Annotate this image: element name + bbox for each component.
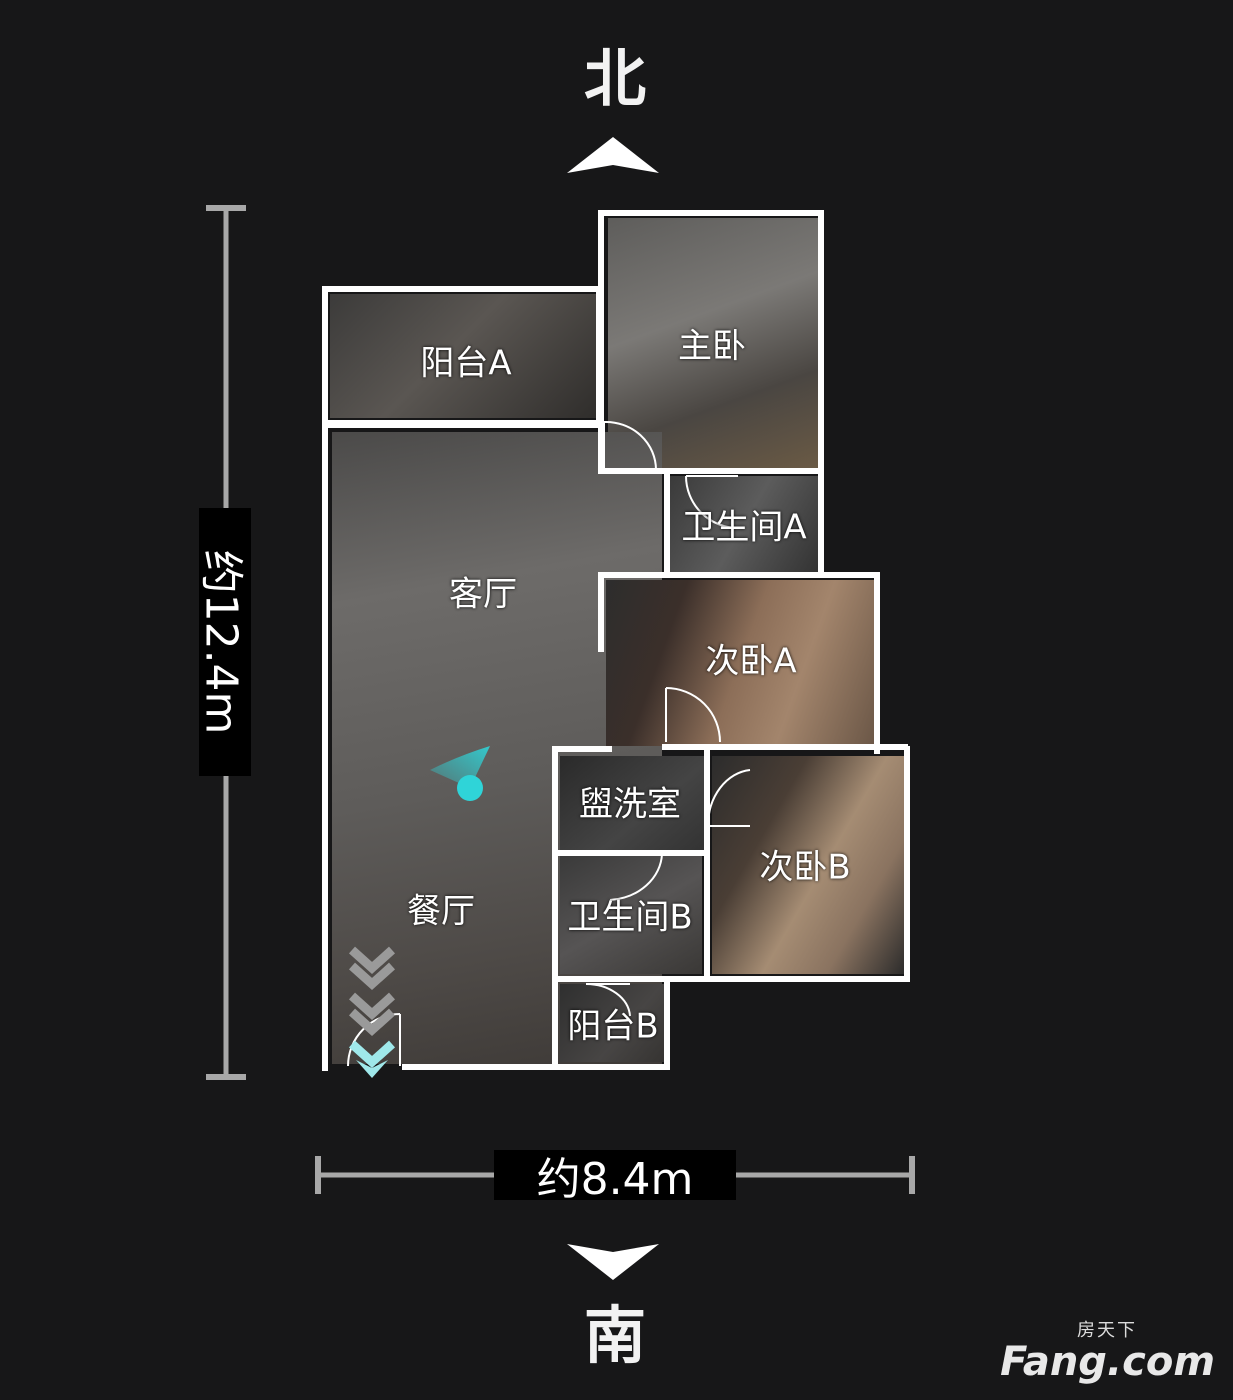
wall (664, 976, 670, 1070)
room-balcony-b[interactable] (560, 984, 666, 1062)
door-swing-icon (585, 982, 631, 1017)
north-arrow-icon (567, 137, 659, 173)
wall (598, 468, 824, 474)
room-bathroom-b[interactable] (560, 856, 702, 974)
room-second-bedroom-b[interactable] (712, 756, 906, 974)
position-marker-icon[interactable] (424, 740, 494, 806)
south-arrow-icon (567, 1244, 659, 1280)
room-label-living-room: 客厅 (449, 574, 517, 615)
door-swing-icon (606, 853, 663, 901)
door-swing-icon (665, 687, 721, 743)
room-washroom[interactable] (560, 756, 704, 850)
south-label: 南 (583, 1299, 646, 1372)
height-label: 约12.4m (195, 508, 251, 776)
door-swing-icon (706, 769, 751, 827)
wall (322, 286, 602, 292)
wall (552, 746, 612, 752)
wall (322, 286, 328, 1071)
wall (904, 746, 910, 982)
room-master-bedroom[interactable] (608, 218, 818, 468)
room-label-balcony-b: 阳台B (567, 1006, 659, 1047)
wall (598, 572, 880, 578)
wall (664, 468, 670, 576)
room-label-master-bedroom: 主卧 (678, 326, 746, 367)
wall (402, 1064, 670, 1070)
room-label-dining-room: 餐厅 (407, 891, 475, 932)
room-second-bedroom-a[interactable] (606, 580, 874, 746)
width-label: 约8.4m (494, 1150, 736, 1205)
wall (598, 210, 824, 216)
wall (552, 976, 910, 982)
north-label: 北 (583, 42, 646, 115)
wall (874, 572, 880, 754)
wall (322, 420, 602, 428)
room-label-bathroom-a: 卫生间A (681, 507, 807, 548)
entrance-chevron-icon[interactable] (348, 944, 400, 1084)
watermark-logo: 房天下 Fang.com (1000, 1320, 1215, 1385)
room-label-bathroom-b: 卫生间B (567, 897, 693, 938)
room-balcony-a[interactable] (330, 294, 598, 418)
door-swing-icon (603, 420, 657, 471)
wall (662, 744, 908, 750)
wall (552, 746, 558, 1066)
room-label-second-bedroom-b: 次卧B (759, 847, 851, 888)
wall (598, 572, 604, 652)
room-bathroom-a[interactable] (670, 476, 818, 572)
wall (598, 210, 604, 474)
room-label-washroom: 盥洗室 (579, 784, 681, 825)
door-swing-icon (685, 475, 739, 529)
room-label-balcony-a: 阳台A (420, 343, 512, 384)
wall (704, 746, 710, 982)
room-label-second-bedroom-a: 次卧A (705, 641, 797, 682)
wall (818, 210, 824, 578)
